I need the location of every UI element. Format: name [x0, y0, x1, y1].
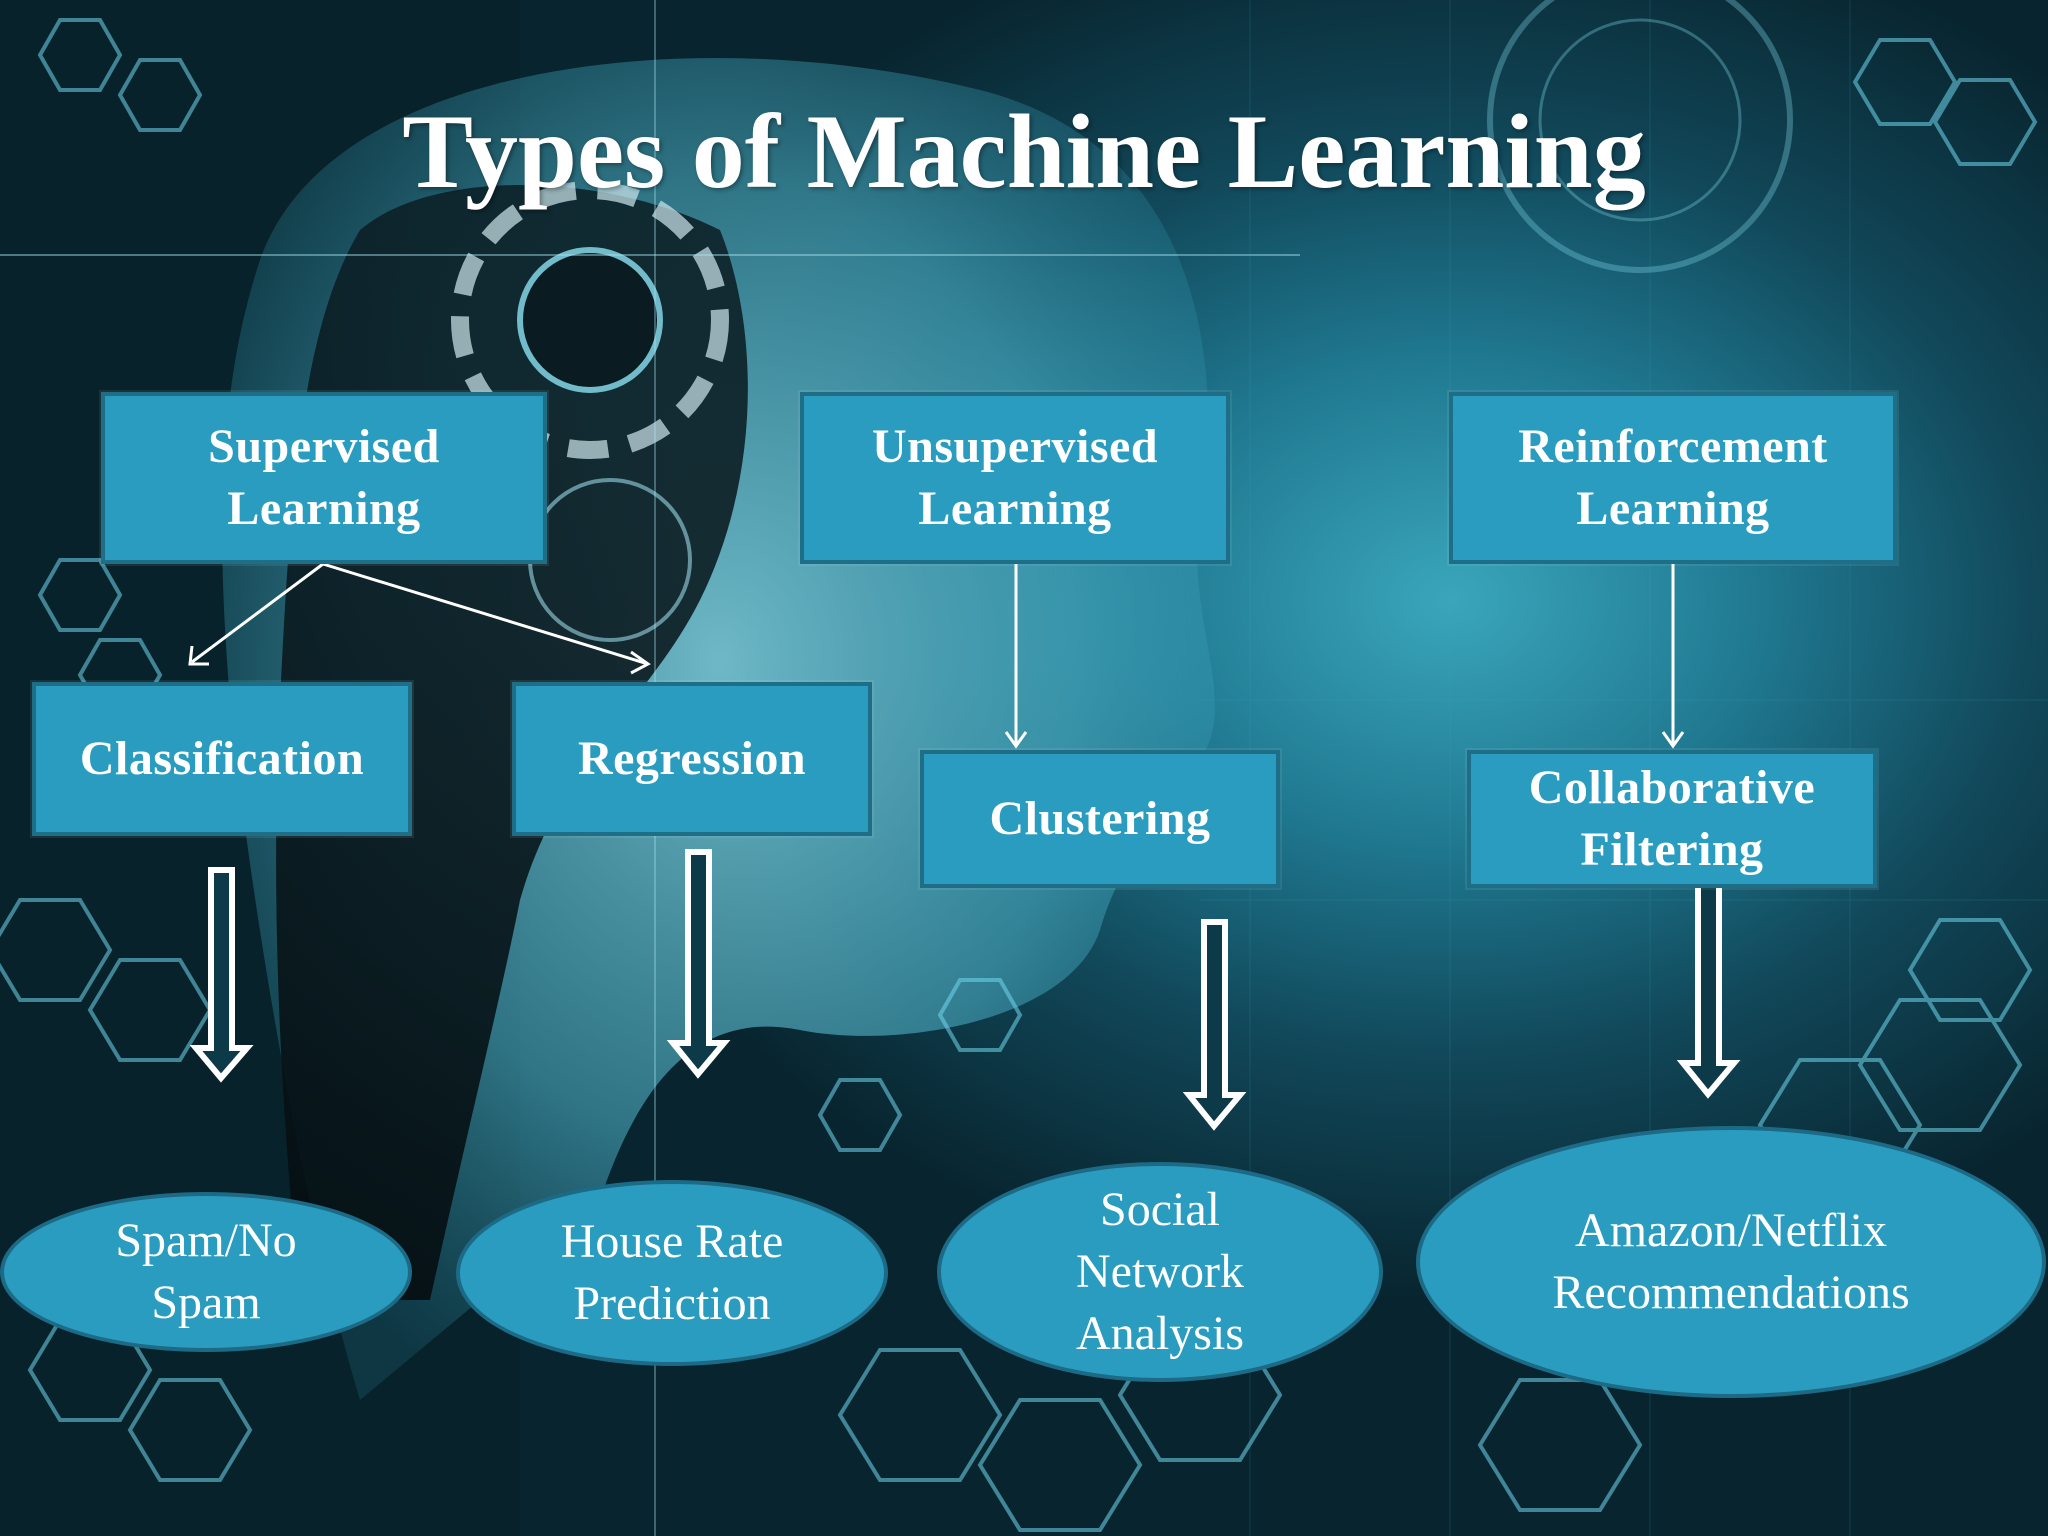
reinforcement-line2: Learning [1576, 482, 1770, 535]
unsupervised-line2: Learning [918, 482, 1112, 535]
house-line1: House Rate [560, 1215, 784, 1268]
regression-box: Regression [512, 682, 872, 836]
classification-box: Classification [32, 682, 412, 836]
supervised-line1: Supervised [208, 420, 440, 473]
unsupervised-line1: Unsupervised [871, 420, 1159, 473]
collaborative-line1: Collaborative [1528, 761, 1816, 814]
clustering-label: Clustering [989, 792, 1211, 845]
spam-line2: Spam [151, 1276, 261, 1329]
classification-label: Classification [79, 732, 365, 785]
supervised-line2: Learning [227, 482, 421, 535]
social-line2: Network [1076, 1245, 1244, 1298]
slide-title: Types of Machine Learning [402, 93, 1646, 210]
spam-line1: Spam/No [115, 1214, 297, 1267]
amazon-line1: Amazon/Netflix [1575, 1204, 1887, 1257]
collaborative-line2: Filtering [1580, 823, 1764, 876]
house-line2: Prediction [573, 1277, 771, 1330]
amazon-line2: Recommendations [1552, 1266, 1910, 1319]
clustering-box: Clustering [920, 750, 1280, 888]
social-line1: Social [1100, 1183, 1220, 1236]
social-line3: Analysis [1076, 1307, 1244, 1360]
reinforcement-line1: Reinforcement [1518, 420, 1828, 473]
regression-label: Regression [577, 732, 807, 785]
